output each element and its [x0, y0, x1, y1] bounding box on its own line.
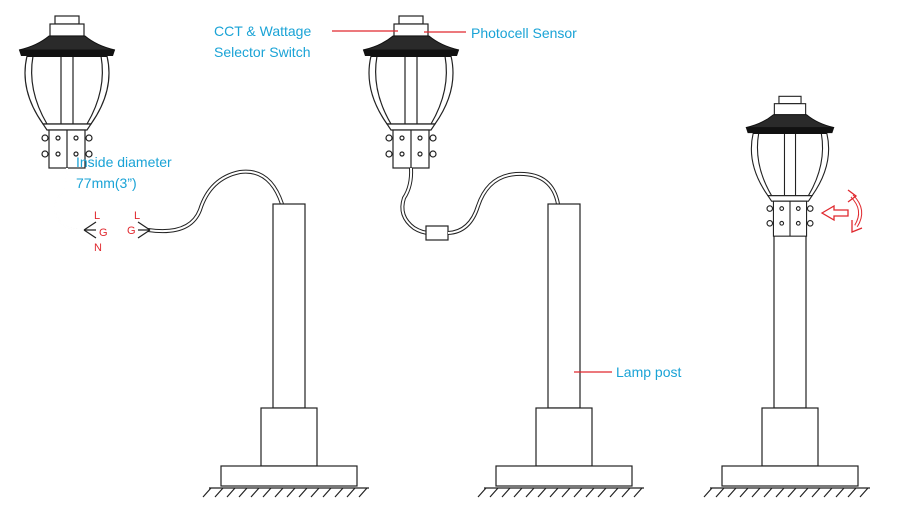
- lamp-head-3: [744, 95, 836, 238]
- photocell-sensor-label: Photocell Sensor: [471, 25, 577, 41]
- wire-letter-l-fixture: L: [94, 210, 100, 222]
- lamp-head-1: [18, 15, 116, 169]
- wire-connector: [425, 225, 449, 241]
- lamp-post-label: Lamp post: [616, 364, 681, 380]
- cct-selector-label-line1: CCT & Wattage: [214, 23, 311, 39]
- post-3: [703, 203, 871, 498]
- rotate-arrow-icon: [847, 189, 863, 233]
- post-1: [202, 203, 370, 498]
- inside-diameter-label: Inside diameter: [76, 154, 172, 170]
- cct-selector-label-line2: Selector Switch: [214, 44, 310, 60]
- lamp-head-2: [362, 15, 460, 169]
- inside-diameter-value: 77mm(3”): [76, 175, 137, 191]
- wire-post-2: [447, 171, 560, 235]
- wire-letter-g-fixture: G: [99, 227, 108, 239]
- wire-letter-g-post: G: [127, 225, 136, 237]
- wire-letter-l-post: L: [134, 210, 140, 222]
- wire-fixture-2: [400, 167, 431, 235]
- wire-letter-n-fixture: N: [94, 242, 102, 254]
- post-2: [477, 203, 645, 498]
- wire-post-1: [147, 169, 284, 234]
- insert-arrow-icon: [820, 204, 849, 222]
